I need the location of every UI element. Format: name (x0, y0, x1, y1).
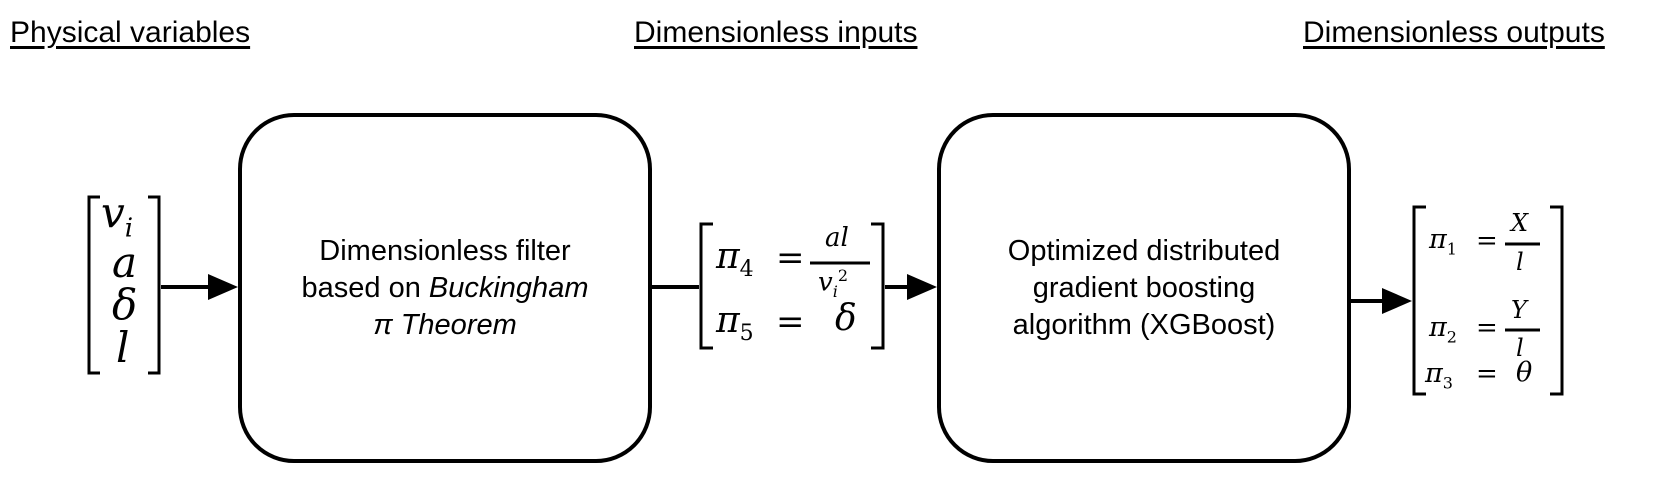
heading-dimensionless-inputs: Dimensionless inputs (634, 16, 918, 49)
xgboost-box: Optimized distributed gradient boosting … (937, 113, 1351, 463)
physical-left-bracket (87, 195, 100, 375)
inputs-right-bracket (871, 222, 885, 350)
arrow-head-2 (907, 274, 937, 300)
pi2-numerator: Y (1511, 296, 1527, 324)
var-a: a (112, 238, 138, 287)
pi1-denominator: l (1516, 248, 1524, 276)
pi2-label: π2 (1429, 312, 1457, 347)
pi2-equals: = (1476, 313, 1498, 343)
box1-line1: Dimensionless filter (319, 234, 571, 267)
dimensionless-filter-box: Dimensionless filter based on Buckingham… (238, 113, 652, 463)
box1-line3: π Theorem (373, 308, 517, 341)
arrow-head-3 (1382, 288, 1412, 314)
var-l: l (116, 323, 130, 372)
box2-line2: gradient boosting (1032, 271, 1256, 304)
pi4-label: π4 (716, 236, 754, 283)
outputs-right-bracket (1550, 205, 1564, 396)
pi4-equals: = (776, 238, 805, 278)
pi5-delta: δ (835, 298, 857, 339)
pi3-label: π3 (1425, 358, 1453, 393)
pi2-denominator: l (1516, 334, 1524, 362)
physical-right-bracket (148, 195, 161, 375)
pi3-theta: θ (1516, 357, 1533, 388)
inputs-left-bracket (699, 222, 713, 350)
pi1-equals: = (1476, 226, 1498, 256)
var-delta: δ (112, 280, 138, 329)
box2-line3: algorithm (XGBoost) (1012, 308, 1276, 341)
pi4-numerator: al (825, 223, 849, 253)
var-v-i: vi (101, 188, 134, 244)
pi5-equals: = (776, 302, 805, 342)
pi1-numerator: X (1511, 209, 1529, 237)
pi5-label: π5 (716, 300, 754, 347)
pi3-equals: = (1476, 359, 1498, 389)
outputs-left-bracket (1412, 205, 1426, 396)
pi1-label: π1 (1429, 224, 1457, 259)
box1-line2: based on Buckingham (301, 271, 589, 304)
heading-dimensionless-outputs: Dimensionless outputs (1303, 16, 1605, 49)
box2-line1: Optimized distributed (1007, 234, 1281, 267)
arrow-head-1 (208, 274, 238, 300)
pi4-denominator: vi2 (818, 266, 849, 301)
heading-physical-variables: Physical variables (10, 16, 251, 49)
